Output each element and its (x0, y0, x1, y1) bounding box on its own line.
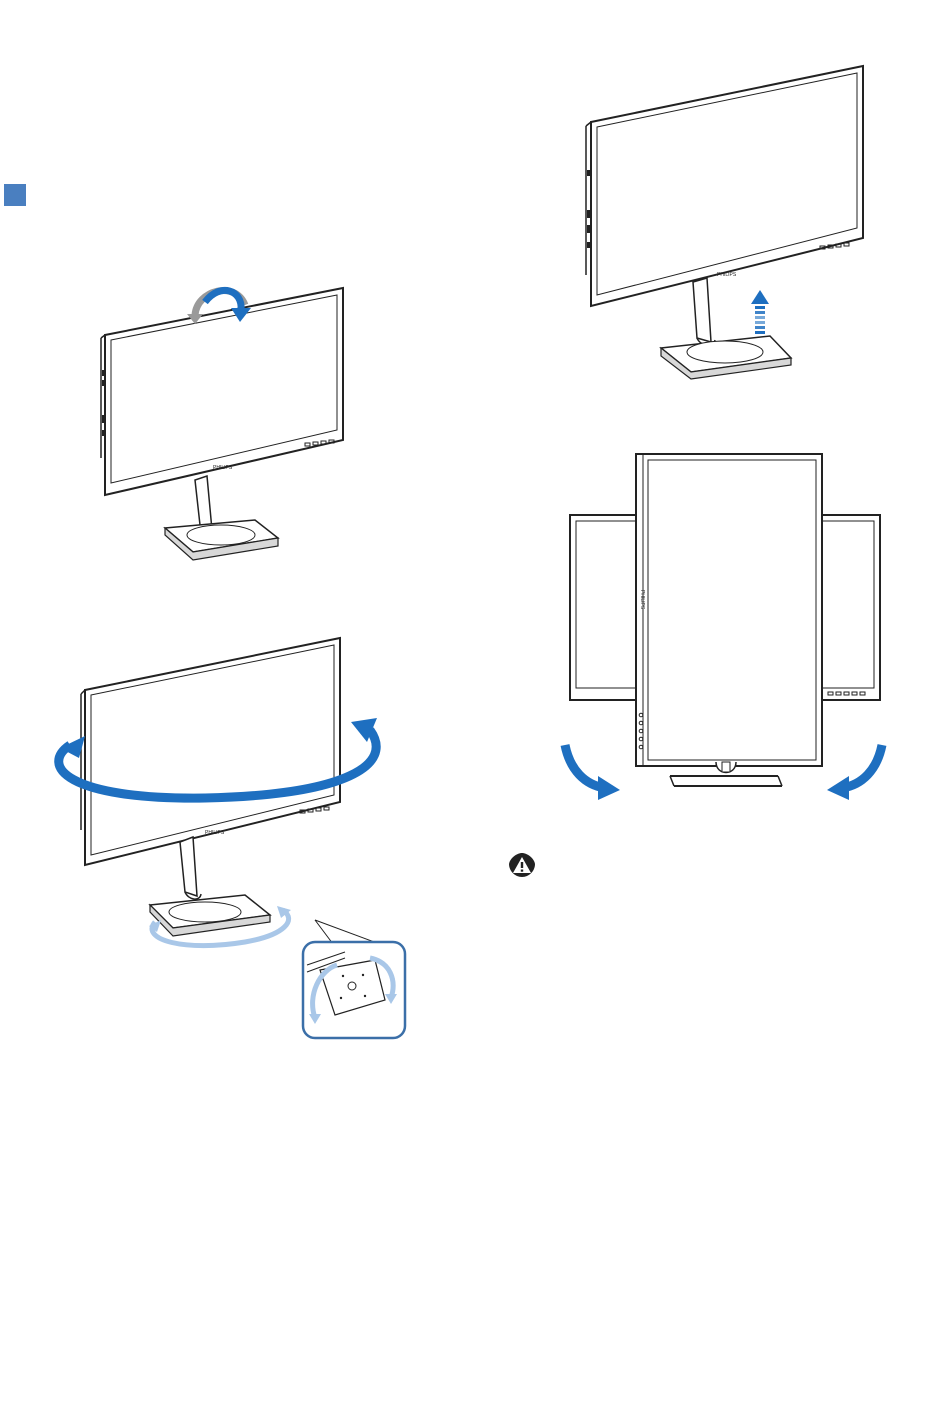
height-figure: PHILIPS (575, 60, 875, 380)
tilt-brand-logo: PHILIPS (213, 465, 233, 471)
swivel-inset-detail (303, 942, 405, 1038)
section-marker-icon (4, 184, 26, 206)
height-brand-logo: PHILIPS (717, 272, 737, 278)
swivel-brand-logo: PHILIPS (205, 830, 225, 836)
pivot-figure: PHILIPS (550, 450, 890, 810)
tilt-figure: PHILIPS (95, 280, 355, 570)
pivot-brand-logo: PHILIPS (639, 590, 645, 610)
height-arrow-icon (751, 290, 769, 334)
swivel-figure: PHILIPS (45, 630, 415, 1050)
warning-icon (508, 852, 536, 878)
